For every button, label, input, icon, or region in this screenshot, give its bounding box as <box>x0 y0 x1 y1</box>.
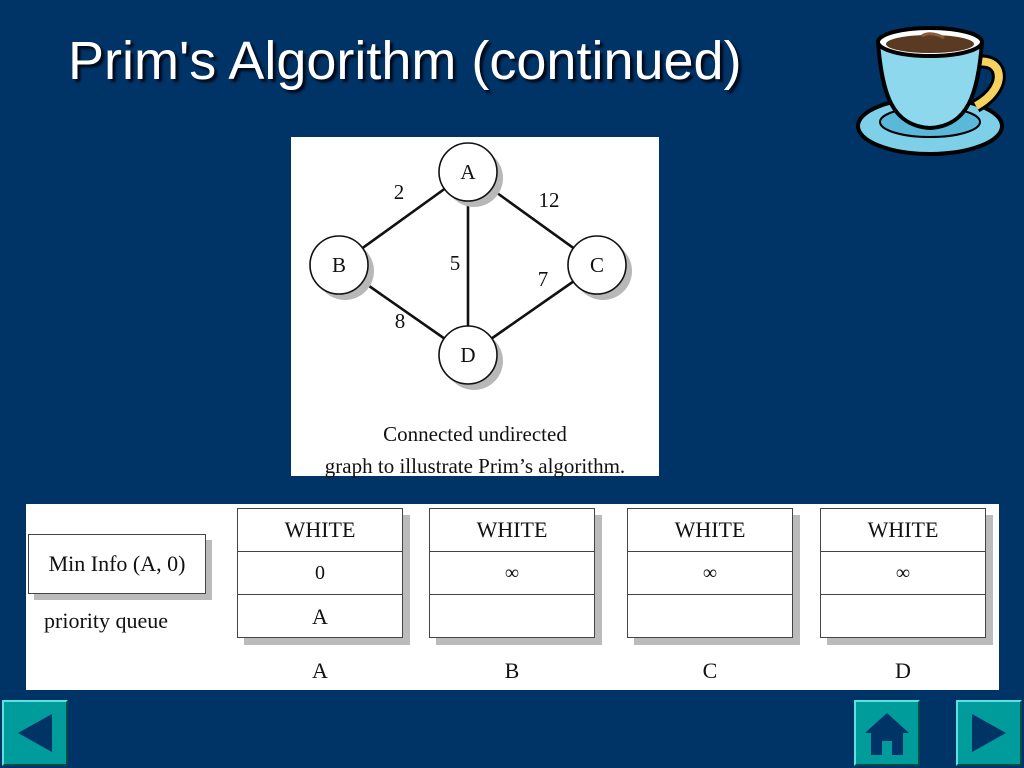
vertex-name: A <box>312 658 328 683</box>
vertex-name: C <box>702 658 718 683</box>
edge-weight-label: 7 <box>538 267 549 291</box>
vertex-record-d: WHITE ∞ <box>820 508 986 638</box>
vertex-parent <box>821 595 985 638</box>
graph-caption-line2: graph to illustrate Prim’s algorithm. <box>324 454 626 478</box>
vertex-color: WHITE <box>628 509 792 552</box>
graph-node-b <box>309 235 369 295</box>
graph-caption-line1: Connected undirected <box>383 422 567 446</box>
vertex-distance: ∞ <box>430 552 594 595</box>
next-slide-button[interactable] <box>956 700 1022 766</box>
home-button[interactable] <box>854 700 920 766</box>
edge-weight-label: 8 <box>395 309 406 333</box>
vertex-color: WHITE <box>821 509 985 552</box>
graph-node-label: C <box>590 253 604 277</box>
vertex-name: D <box>895 658 911 683</box>
vertex-record-a: WHITE 0 A <box>237 508 403 638</box>
priority-queue-label: priority queue <box>44 608 169 633</box>
graph-node-label: D <box>460 343 475 367</box>
vertex-record-b: WHITE ∞ <box>429 508 595 638</box>
graph-node-d <box>438 325 498 385</box>
priority-queue-figure: Min Info (A, 0) priority queue WHITE 0 A… <box>26 504 999 690</box>
vertex-color: WHITE <box>238 509 402 552</box>
edge-weight-label: 5 <box>450 251 461 275</box>
previous-slide-button[interactable] <box>2 700 68 766</box>
coffee-cup-icon <box>856 26 1006 156</box>
vertex-name: B <box>504 658 520 683</box>
graph-node-c <box>567 235 627 295</box>
graph-node-a <box>438 142 498 202</box>
graph-node-label: B <box>332 253 346 277</box>
min-info-box: Min Info (A, 0) <box>28 534 206 594</box>
vertex-distance: ∞ <box>821 552 985 595</box>
graph-diagram: 2 12 5 8 7 A B C D <box>309 142 632 390</box>
edge-weight-label: 2 <box>394 180 405 204</box>
vertex-distance: ∞ <box>628 552 792 595</box>
vertex-color: WHITE <box>430 509 594 552</box>
slide-title: Prim's Algorithm (continued) <box>68 31 742 91</box>
edge-weight-label: 12 <box>539 188 560 212</box>
arrow-left-icon <box>18 714 52 752</box>
vertex-parent <box>628 595 792 638</box>
graph-node-label: A <box>460 160 476 184</box>
arrow-right-icon <box>972 714 1006 752</box>
home-icon <box>865 713 909 755</box>
vertex-parent <box>430 595 594 638</box>
vertex-record-c: WHITE ∞ <box>627 508 793 638</box>
vertex-parent: A <box>312 603 328 629</box>
graph-figure: 2 12 5 8 7 A B C D Connected undirected graph to… <box>291 137 659 478</box>
vertex-distance: 0 <box>238 552 402 595</box>
